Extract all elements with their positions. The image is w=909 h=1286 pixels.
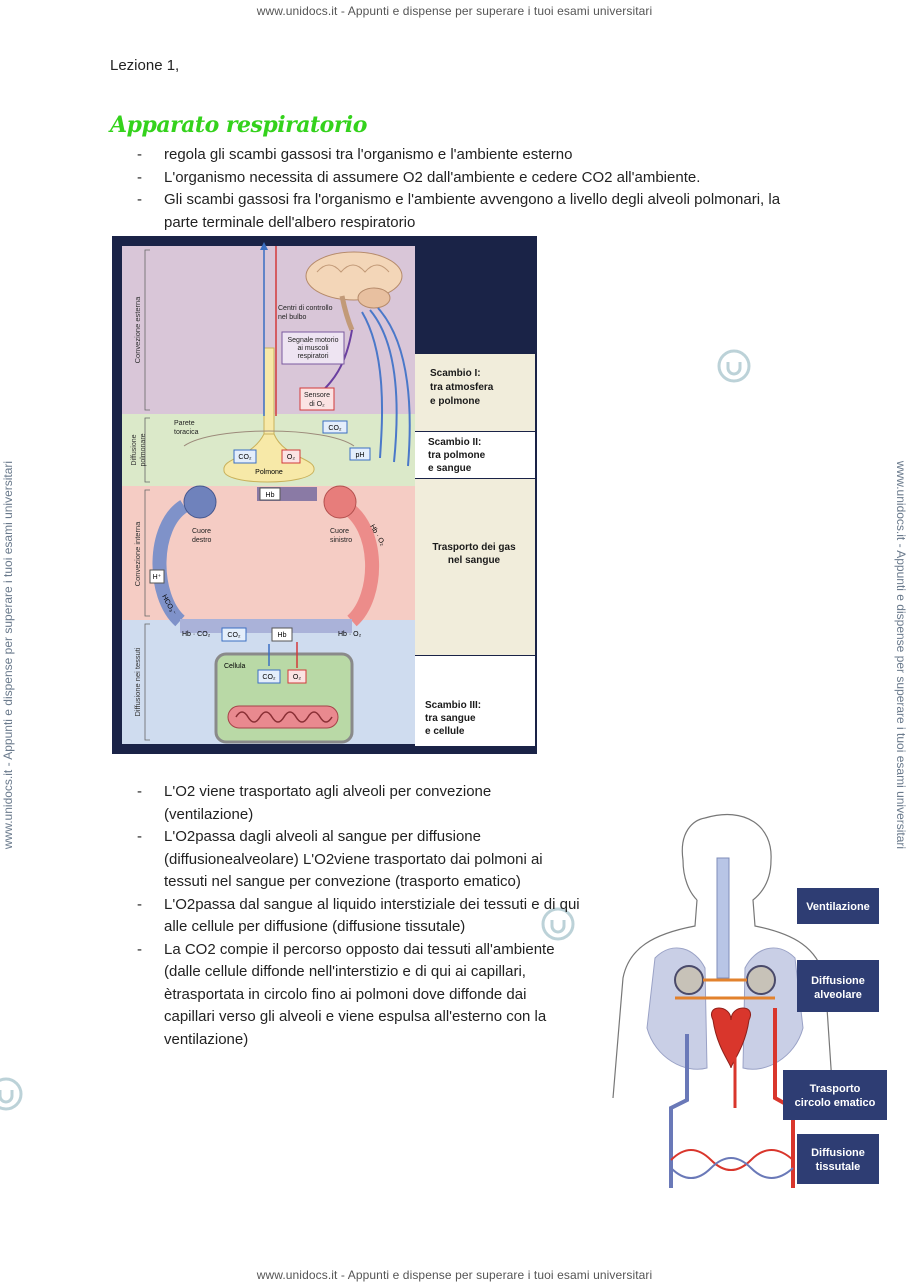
label-co2: CO₂ (262, 674, 276, 681)
zone-label: Convezione interna (133, 521, 142, 586)
list-item: L'O2 viene trasportato agli alveoli per … (110, 781, 580, 826)
list-item: L'O2passa dagli alveoli al sangue per di… (110, 826, 580, 894)
label-co2: CO₂ (328, 425, 342, 432)
label-polmone: Polmone (255, 469, 283, 476)
list-item: regola gli scambi gassosi tra l'organism… (110, 144, 790, 167)
label-cellula: Cellula (224, 663, 246, 670)
label-hplus: H⁺ (153, 574, 162, 581)
list-item: L'O2passa dal sangue al liquido intersti… (110, 894, 580, 939)
zone-label: Diffusione nei tessuti (133, 647, 142, 716)
unidocs-logo-icon (0, 1077, 23, 1111)
unidocs-logo-icon (717, 349, 751, 383)
header-watermark: www.unidocs.it - Appunti e dispense per … (256, 4, 653, 18)
label-ph: pH (356, 452, 365, 459)
label-hb: Hb (266, 492, 275, 499)
zone-label: polmonare (140, 433, 147, 466)
label-o2: O₂ (293, 674, 301, 681)
side-watermark-right: www.unidocs.it - Appunti e dispense per … (894, 460, 908, 850)
lesson-label: Lezione 1, (110, 57, 180, 74)
label-hb: Hb (278, 632, 287, 639)
zone-label: Convezione esterna (133, 296, 142, 364)
intro-list: regola gli scambi gassosi tra l'organism… (110, 144, 790, 234)
label-co2: CO₂ (227, 632, 241, 639)
label-co2: CO₂ (238, 454, 252, 461)
label-o2: O₂ (287, 454, 295, 461)
side-watermark-left: www.unidocs.it - Appunti e dispense per … (1, 460, 15, 850)
list-item: La CO2 compie il percorso opposto dai te… (110, 939, 580, 1052)
label-hbco2: Hb · CO₂ (182, 631, 211, 638)
page-title: Apparato respiratorio (110, 112, 367, 138)
box-ventilazione: Ventilazione (806, 901, 870, 913)
zone-label: Diffusione (131, 434, 138, 465)
footer-watermark: www.unidocs.it - Appunti e dispense per … (256, 1268, 653, 1282)
list-item: Gli scambi gassosi fra l'organismo e l'a… (110, 189, 790, 234)
label-hbo2: Hb · O₂ (338, 631, 362, 638)
detail-list: L'O2 viene trasportato agli alveoli per … (110, 781, 580, 1051)
list-item: L'organismo necessita di assumere O2 dal… (110, 167, 790, 190)
